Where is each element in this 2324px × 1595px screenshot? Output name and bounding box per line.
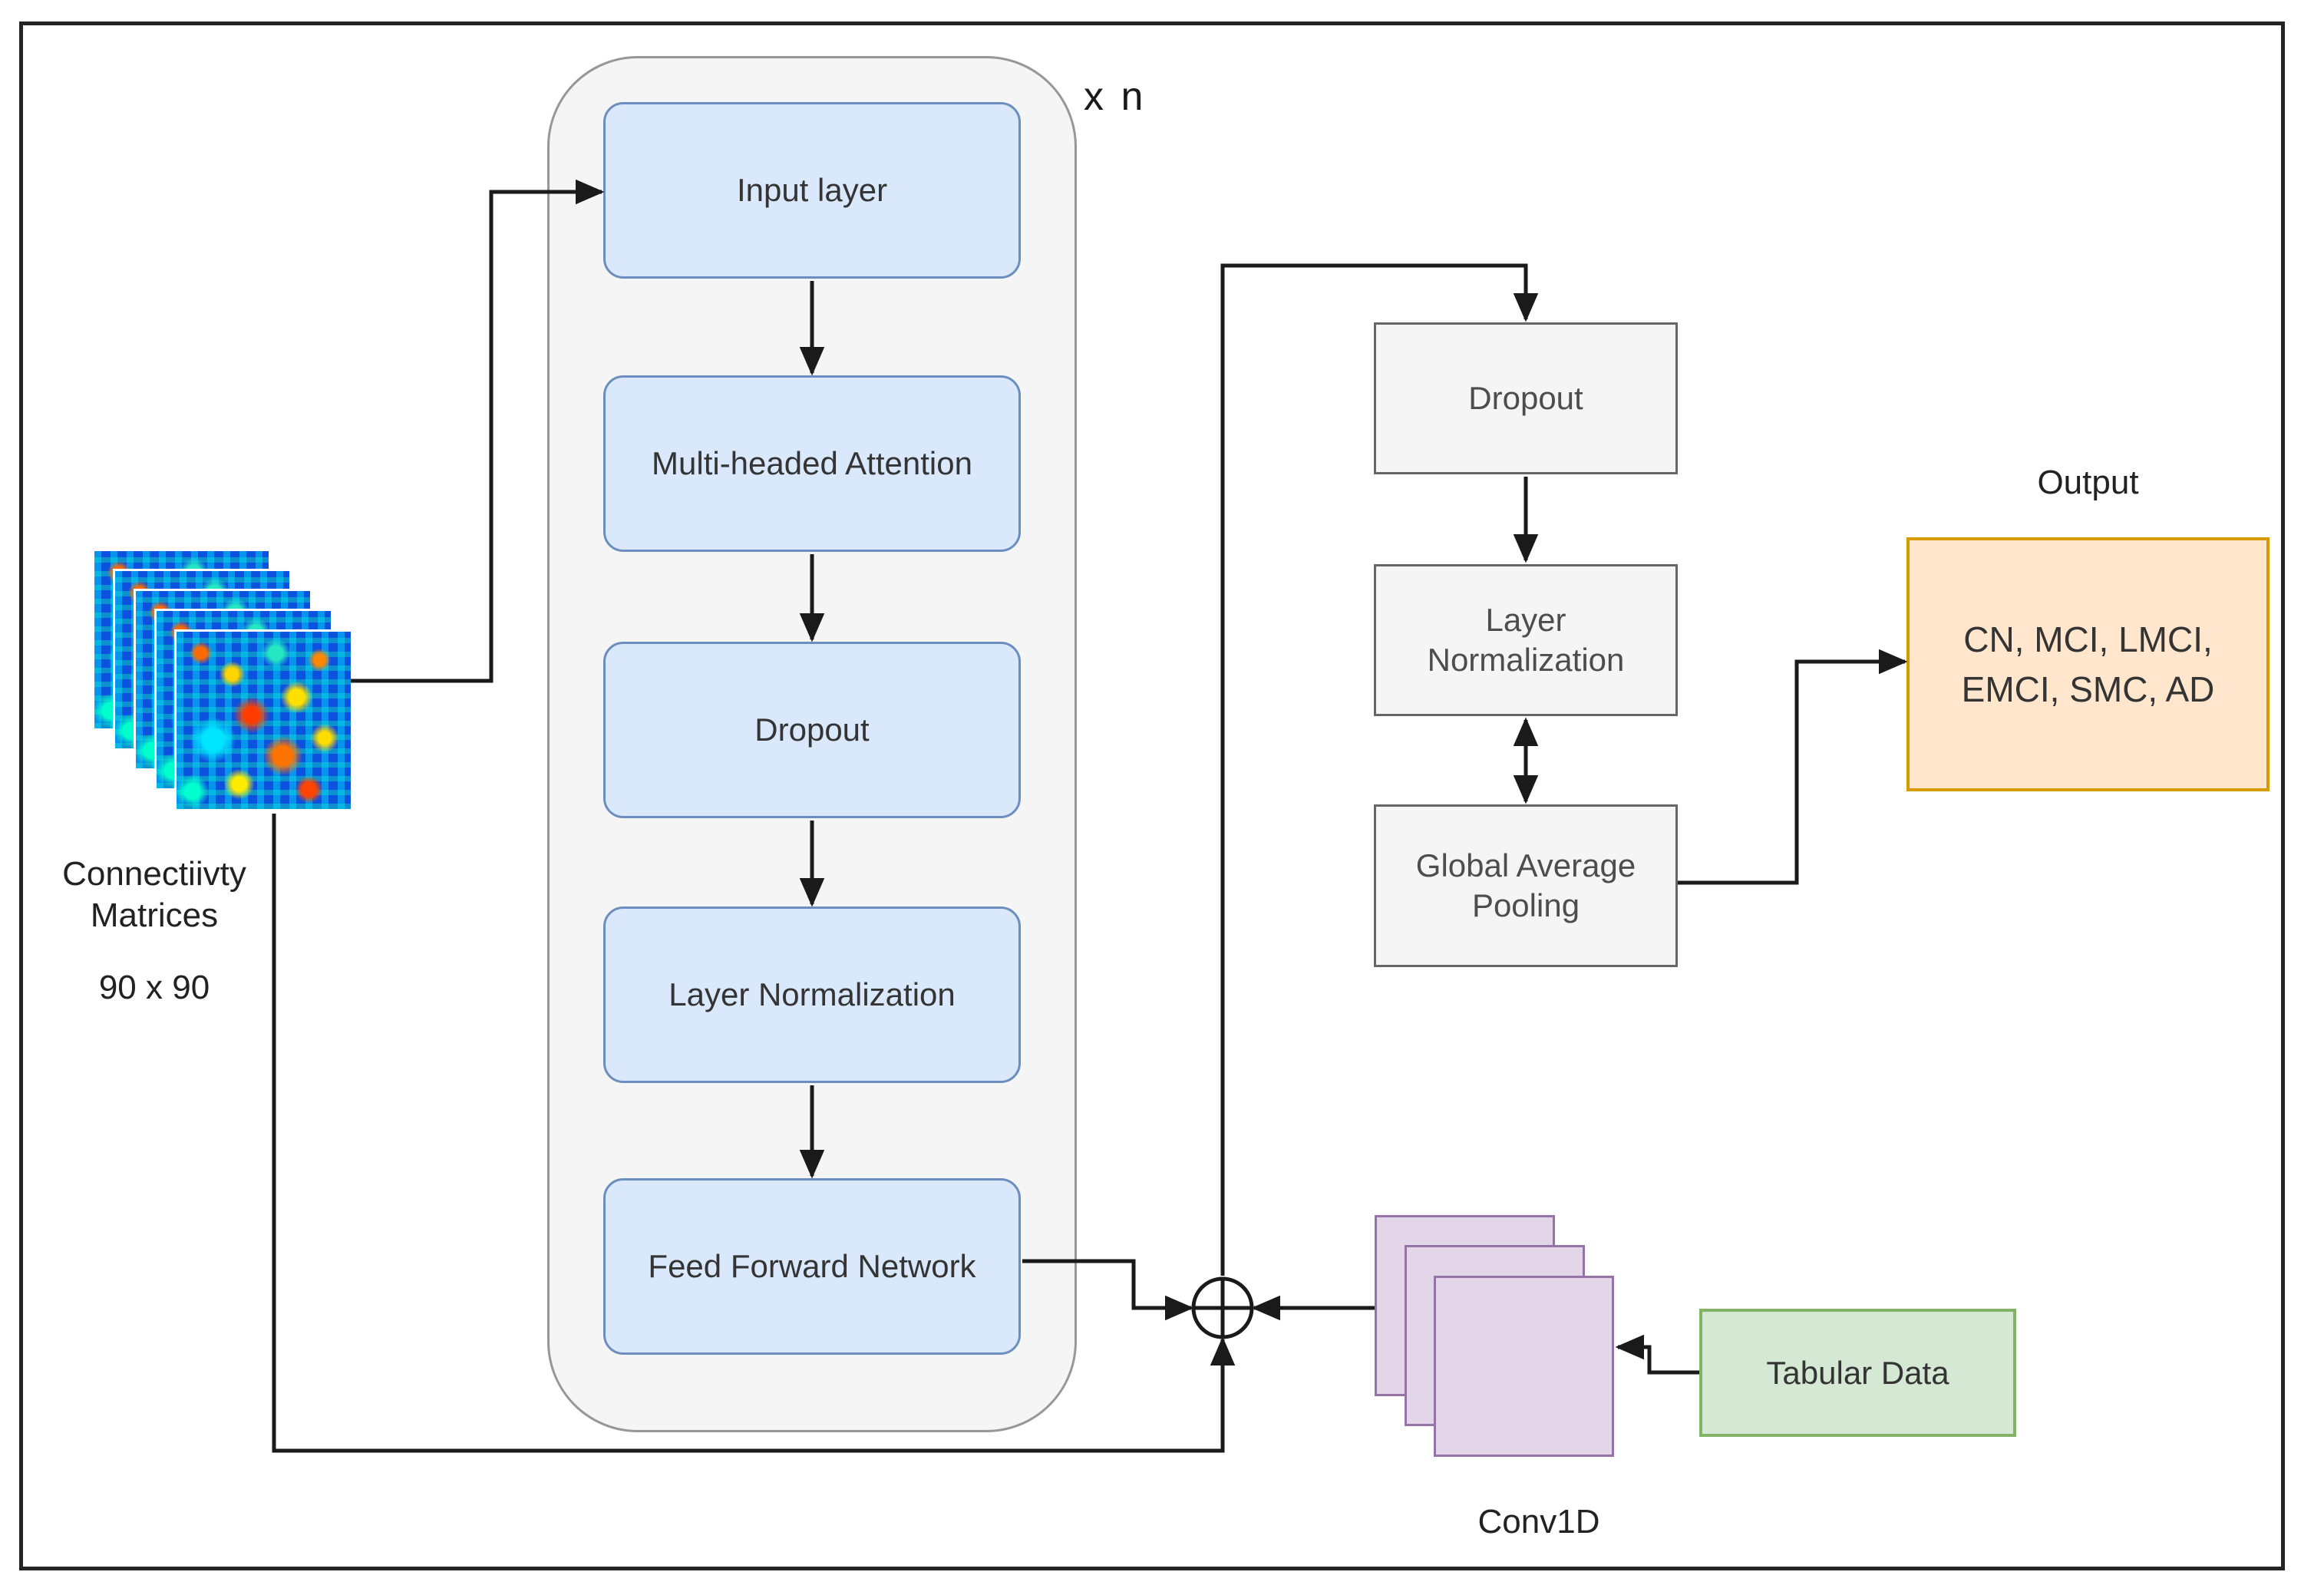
edge-skip-matrices-to-add bbox=[272, 814, 1236, 1453]
edge-add-to-head-dropout bbox=[1220, 263, 1539, 1276]
global-average-pooling-box: Global Average Pooling bbox=[1374, 804, 1678, 967]
encoder-feed-forward-label: Feed Forward Network bbox=[648, 1248, 976, 1284]
conv1d-layer-image bbox=[1434, 1276, 1614, 1457]
edge-tabular-to-conv1d bbox=[1615, 1334, 1699, 1375]
edge-matrices-to-input-layer bbox=[351, 179, 605, 683]
matrix-dimensions-label: 90 x 90 bbox=[98, 969, 210, 1006]
encoder-multi-headed-attention-box: Multi-headed Attention bbox=[603, 375, 1021, 552]
encoder-mha-label: Multi-headed Attention bbox=[652, 445, 972, 481]
add-node bbox=[1191, 1276, 1254, 1339]
encoder-layer-normalization-label: Layer Normalization bbox=[668, 976, 956, 1012]
connectivity-matrices-caption: Connectiivty Matrices bbox=[62, 855, 246, 934]
encoder-input-layer-box: Input layer bbox=[603, 102, 1021, 279]
head-layer-normalization-box: Layer Normalization bbox=[1374, 564, 1678, 716]
tabular-data-box: Tabular Data bbox=[1699, 1309, 2016, 1437]
head-dropout-box: Dropout bbox=[1374, 322, 1678, 474]
encoder-dropout-box: Dropout bbox=[603, 642, 1021, 818]
plus-icon bbox=[1193, 1279, 1252, 1337]
encoder-input-layer-label: Input layer bbox=[736, 172, 888, 208]
connectivity-matrix-image bbox=[174, 629, 353, 811]
tabular-data-label: Tabular Data bbox=[1766, 1354, 1949, 1391]
head-dropout-label: Dropout bbox=[1468, 379, 1583, 416]
repeat-count-label: x n bbox=[1084, 74, 1147, 119]
encoder-feed-forward-box: Feed Forward Network bbox=[603, 1178, 1021, 1355]
output-label: Output bbox=[2037, 464, 2139, 501]
edge-feedforward-to-add bbox=[1022, 1259, 1194, 1321]
encoder-layer-normalization-box: Layer Normalization bbox=[603, 906, 1021, 1083]
output-classes-box: CN, MCI, LMCI, EMCI, SMC, AD bbox=[1906, 537, 2270, 791]
edge-gap-to-output bbox=[1678, 649, 1908, 885]
encoder-dropout-label: Dropout bbox=[754, 712, 870, 748]
conv1d-label: Conv1D bbox=[1477, 1503, 1600, 1541]
diagram-border bbox=[19, 21, 2285, 1570]
